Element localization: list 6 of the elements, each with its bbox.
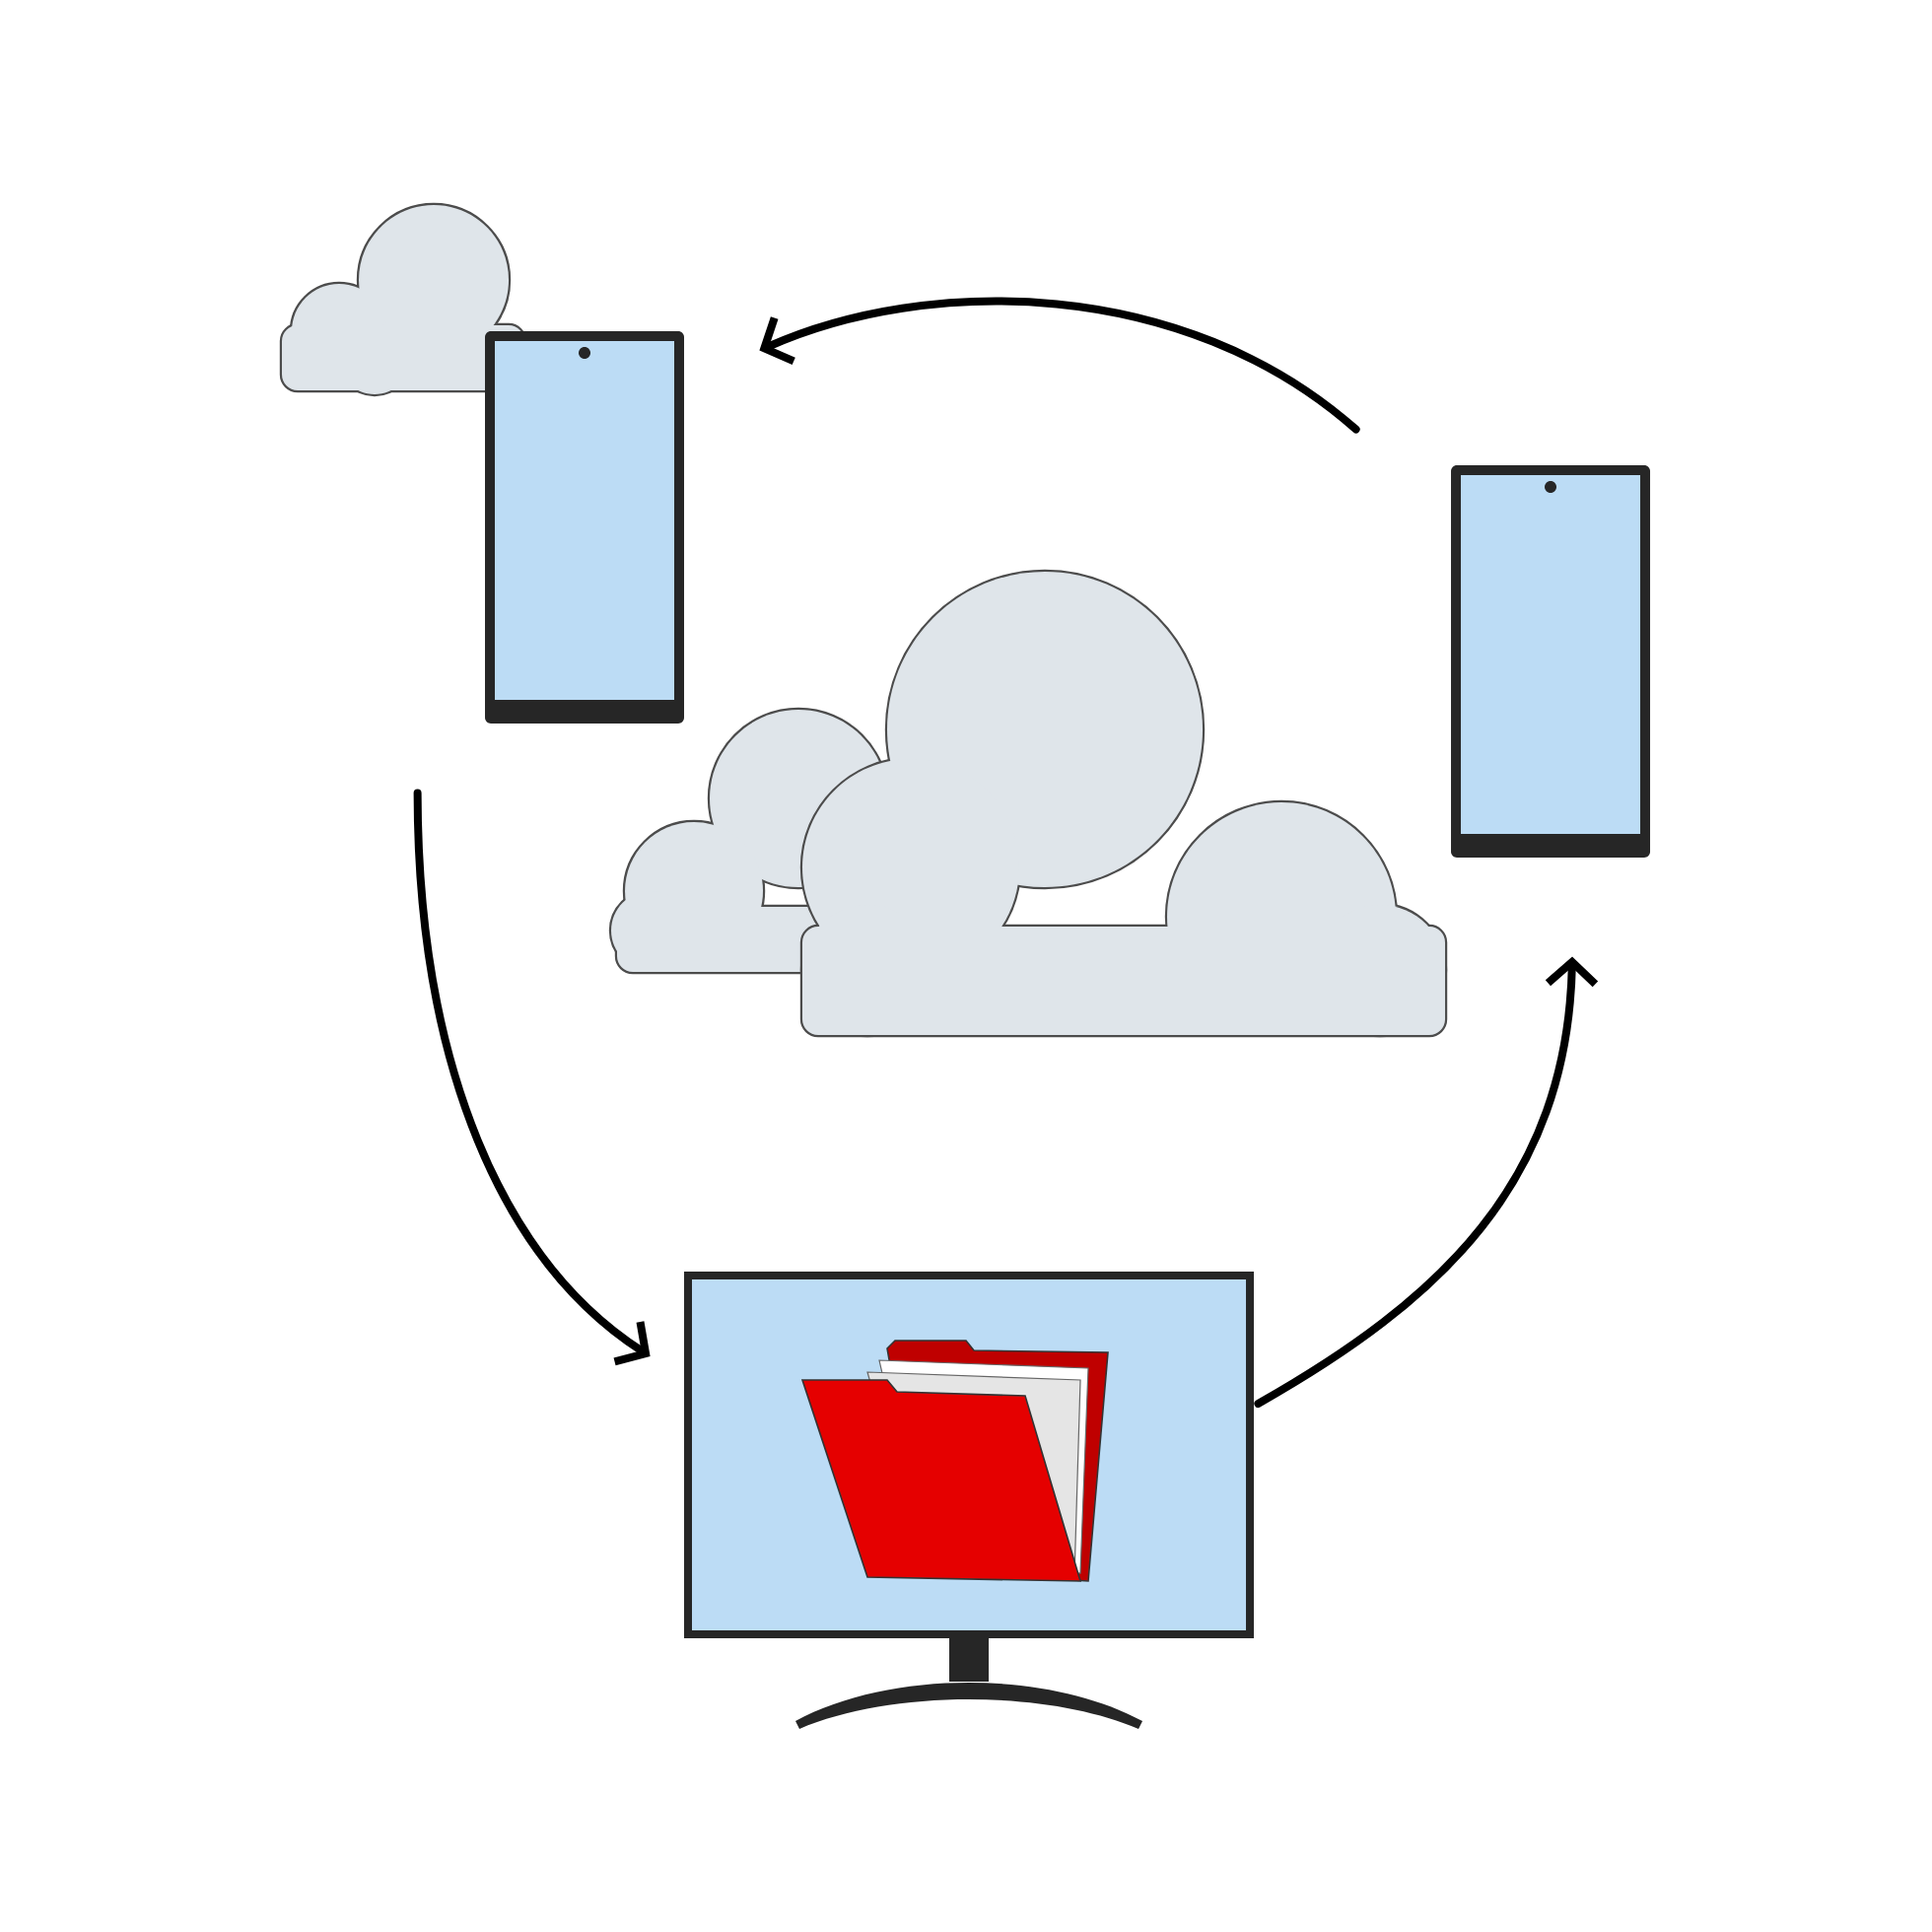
arrow (1254, 956, 1599, 1408)
arrow (413, 789, 651, 1366)
phone-drawing (485, 331, 684, 724)
arrow (759, 297, 1360, 434)
phone-drawing (1451, 465, 1650, 858)
monitor-drawing (684, 1272, 1254, 1729)
